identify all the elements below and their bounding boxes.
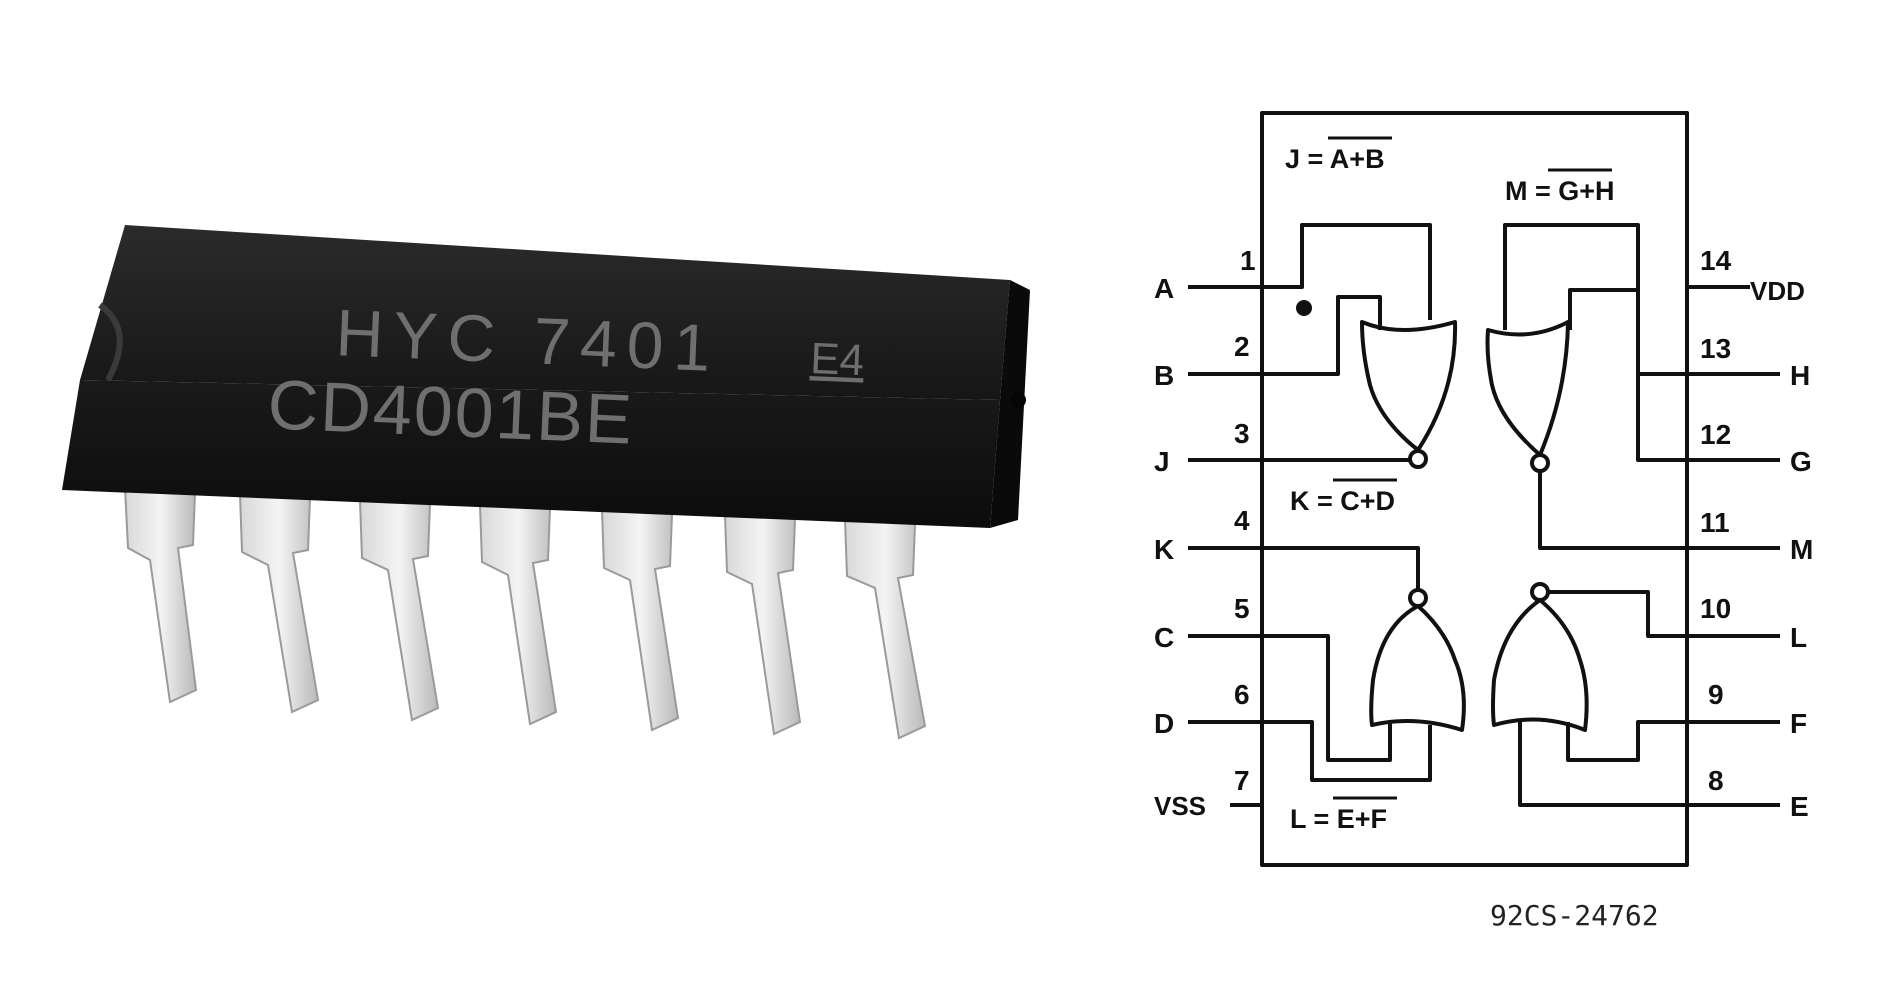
pin-8: 8 E	[1708, 765, 1809, 822]
svg-text:14: 14	[1700, 245, 1732, 276]
equation-k: K = C+D	[1290, 478, 1397, 516]
figure-code: 92CS-24762	[1490, 899, 1659, 932]
date-code: E4	[809, 334, 865, 385]
pin-14: 14 VDD	[1700, 245, 1805, 306]
nor-gate-2	[1485, 223, 1687, 550]
pin-6: 6 D	[1154, 679, 1250, 739]
pin-5: 5 C	[1154, 593, 1250, 653]
svg-text:A: A	[1154, 273, 1174, 304]
chip-pin	[723, 513, 802, 736]
svg-text:5: 5	[1234, 593, 1250, 624]
svg-text:VSS: VSS	[1154, 791, 1206, 821]
svg-text:K = C+D: K = C+D	[1290, 486, 1395, 516]
chip-pin	[843, 518, 927, 740]
marking-line2: CD4001BE	[266, 365, 635, 458]
pin-9: 9 F	[1708, 679, 1807, 739]
chip-pins	[123, 486, 927, 740]
svg-text:L: L	[1790, 622, 1807, 653]
svg-text:6: 6	[1234, 679, 1250, 710]
svg-text:B: B	[1154, 360, 1174, 391]
pin-1: 1 A	[1154, 245, 1256, 304]
package-outline	[1260, 111, 1689, 867]
svg-text:J = A+B: J = A+B	[1285, 144, 1385, 174]
pin-12: 12 G	[1700, 419, 1812, 477]
svg-text:11: 11	[1700, 507, 1730, 538]
pinout-diagram: J = A+B M = G+H K = C+D L = E+F	[1100, 0, 1890, 1000]
svg-text:G: G	[1790, 446, 1812, 477]
svg-text:L = E+F: L = E+F	[1290, 804, 1387, 834]
svg-text:M = G+H: M = G+H	[1505, 176, 1615, 206]
svg-text:7: 7	[1234, 765, 1250, 796]
svg-text:D: D	[1154, 708, 1174, 739]
pin-2: 2 B	[1154, 331, 1250, 391]
right-pins: 14 VDD 13 H 12 G 11 M 10 L 9 F	[1700, 245, 1813, 822]
chip-pin	[478, 503, 558, 726]
svg-text:13: 13	[1700, 333, 1731, 364]
svg-text:E: E	[1790, 791, 1809, 822]
svg-text:10: 10	[1700, 593, 1731, 624]
pin-11: 11 M	[1700, 507, 1813, 565]
pin-7: 7 VSS	[1154, 765, 1250, 821]
nor-gate-1	[1262, 223, 1458, 469]
svg-text:9: 9	[1708, 679, 1724, 710]
chip-body	[62, 225, 1030, 528]
svg-text:3: 3	[1234, 418, 1250, 449]
left-pins: 1 A 2 B 3 J 4 K 5 C 6 D	[1154, 245, 1256, 821]
svg-text:12: 12	[1700, 419, 1731, 450]
equation-m: M = G+H	[1505, 168, 1615, 206]
svg-text:M: M	[1790, 534, 1813, 565]
svg-text:K: K	[1154, 534, 1174, 565]
chip-pin	[358, 498, 440, 722]
nor-gate-4	[1491, 582, 1687, 807]
chip-marking: HYC 7401 E4 CD4001BE	[266, 295, 865, 458]
svg-text:F: F	[1790, 708, 1807, 739]
equation-j: J = A+B	[1285, 136, 1392, 174]
svg-text:8: 8	[1708, 765, 1724, 796]
pin-10: 10 L	[1700, 593, 1807, 653]
nor-gate-3	[1262, 546, 1466, 782]
pin-13: 13 H	[1700, 333, 1810, 391]
marking-line1: HYC 7401	[334, 295, 721, 385]
svg-text:4: 4	[1234, 505, 1250, 536]
chip-pin	[123, 486, 198, 704]
chip-photo: HYC 7401 E4 CD4001BE	[62, 225, 1030, 740]
equation-l: L = E+F	[1290, 796, 1397, 834]
svg-text:C: C	[1154, 622, 1174, 653]
pin1-indicator	[1296, 300, 1312, 316]
svg-text:J: J	[1154, 446, 1170, 477]
svg-text:VDD: VDD	[1750, 276, 1805, 306]
pin-4: 4 K	[1154, 505, 1250, 565]
svg-text:1: 1	[1240, 245, 1256, 276]
chip-pin	[238, 492, 320, 714]
pin1-notch	[98, 302, 123, 382]
svg-text:2: 2	[1234, 331, 1250, 362]
svg-text:H: H	[1790, 360, 1810, 391]
pin-3: 3 J	[1154, 418, 1250, 477]
chip-pin	[600, 508, 680, 732]
